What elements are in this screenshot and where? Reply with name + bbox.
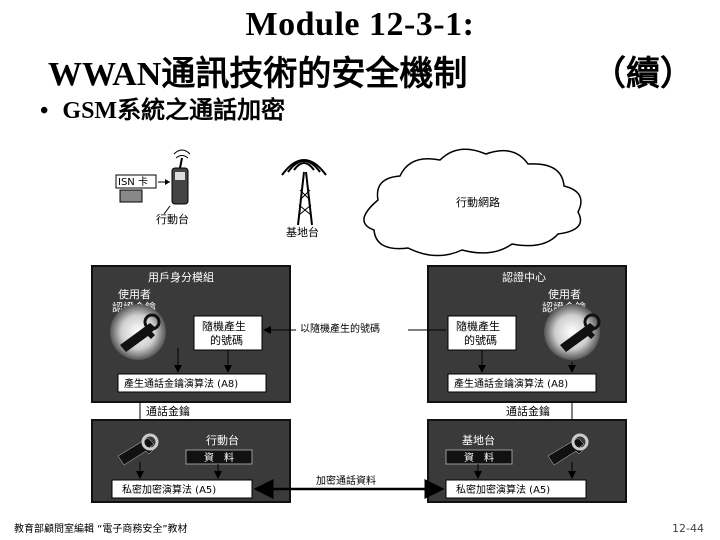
left-data-box [185,449,253,465]
left-panel-title: 用戶身分模組 [148,270,214,284]
right-a5-box [445,479,587,499]
left-mobile-station-title: 行動台 [206,433,239,447]
left-data-label: 資 料 [204,451,234,464]
right-a8-label: 產生通話金鑰演算法 (A8) [454,377,568,390]
slide-title-line2: WWAN通訊技術的安全機制 [48,56,468,93]
right-data-label: 資 料 [464,451,494,464]
bullet-dot: • [40,98,49,124]
left-random-number-box [193,315,263,351]
left-session-key-label: 通話金鑰 [146,404,190,418]
right-data-box [445,449,513,465]
bullet-text: GSM系統之通話加密 [62,98,286,124]
mobile-network-label: 行動網路 [456,195,500,209]
right-random-number-box [447,315,517,351]
right-base-station-title: 基地台 [462,433,495,447]
right-a8-box [447,373,597,393]
left-a8-label: 產生通話金鑰演算法 (A8) [124,377,238,390]
footer-credit: 教育部顧問室編輯 “電子商務安全”教材 [14,524,188,535]
encrypted-data-label: 加密通話資料 [316,474,376,487]
mobile-network-cloud-icon [363,148,582,257]
random-number-link-label: 以隨機產生的號碼 [300,322,380,335]
slide-title-line1: Module 12-3-1: [245,6,475,43]
sim-card-label: ISN 卡 [118,175,148,188]
left-a8-box [117,373,267,393]
right-a5-label: 私密加密演算法 (A5) [456,483,550,496]
left-a5-label: 私密加密演算法 (A5) [122,483,216,496]
right-lower-key-icon [547,433,589,466]
left-a5-box [111,479,253,499]
base-station-label: 基地台 [286,225,319,239]
left-lower-key-icon [117,433,159,466]
right-random-number-label: 隨機產生的號碼 [456,319,500,347]
mobile-station-label: 行動台 [156,212,189,226]
right-panel-title: 認證中心 [502,270,546,284]
base-station-tower-icon [281,159,327,226]
left-random-number-label: 隨機產生的號碼 [202,319,246,347]
right-session-key-label: 通話金鑰 [506,404,550,418]
left-key-burst-icon [110,304,166,360]
page-number: 12-44 [672,522,704,535]
right-key-burst-icon [544,304,601,360]
slide-title-continued: （續） [592,56,694,93]
bullet-point: • GSM系統之通話加密 [40,90,285,125]
mobile-device-icon: ISN 卡 [115,149,191,215]
